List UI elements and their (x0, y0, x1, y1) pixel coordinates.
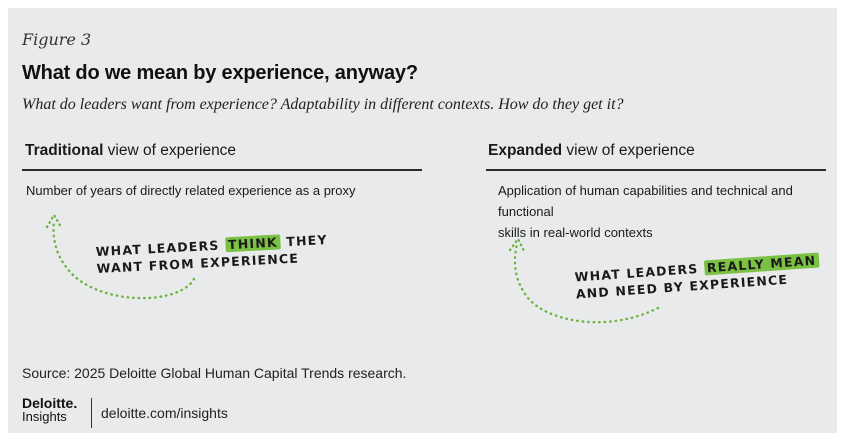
right-dotted-arrow-icon (508, 236, 660, 324)
right-description-line1: Application of human capabilities and te… (498, 183, 793, 219)
left-column-heading: Traditional view of experience (25, 142, 236, 160)
logo-name: Deloitte. (22, 395, 78, 411)
left-heading-rest: view of experience (103, 142, 237, 159)
logo-sub: Insights (22, 409, 67, 424)
figure-title: What do we mean by experience, anyway? (22, 62, 418, 84)
right-divider (486, 169, 826, 171)
left-dotted-arrow-icon (45, 212, 196, 300)
arrows-layer (45, 212, 660, 324)
footer-divider (91, 398, 92, 428)
figure-panel: Figure 3 What do we mean by experience, … (8, 8, 837, 433)
figure-label: Figure 3 (22, 30, 92, 49)
right-column-heading: Expanded view of experience (488, 142, 695, 160)
right-heading-bold: Expanded (488, 142, 563, 159)
figure-subtitle: What do leaders want from experience? Ad… (22, 96, 624, 113)
deloitte-insights-logo: Deloitte. Insights (22, 396, 77, 424)
right-description-line2: skills in real-world contexts (498, 225, 653, 240)
left-description: Number of years of directly related expe… (26, 183, 356, 198)
site-link[interactable]: deloitte.com/insights (101, 405, 228, 421)
right-heading-rest: view of experience (562, 142, 695, 159)
right-description: Application of human capabilities and te… (498, 180, 837, 243)
left-divider (22, 169, 422, 171)
source-note: Source: 2025 Deloitte Global Human Capit… (22, 365, 407, 381)
left-heading-bold: Traditional (25, 142, 104, 159)
